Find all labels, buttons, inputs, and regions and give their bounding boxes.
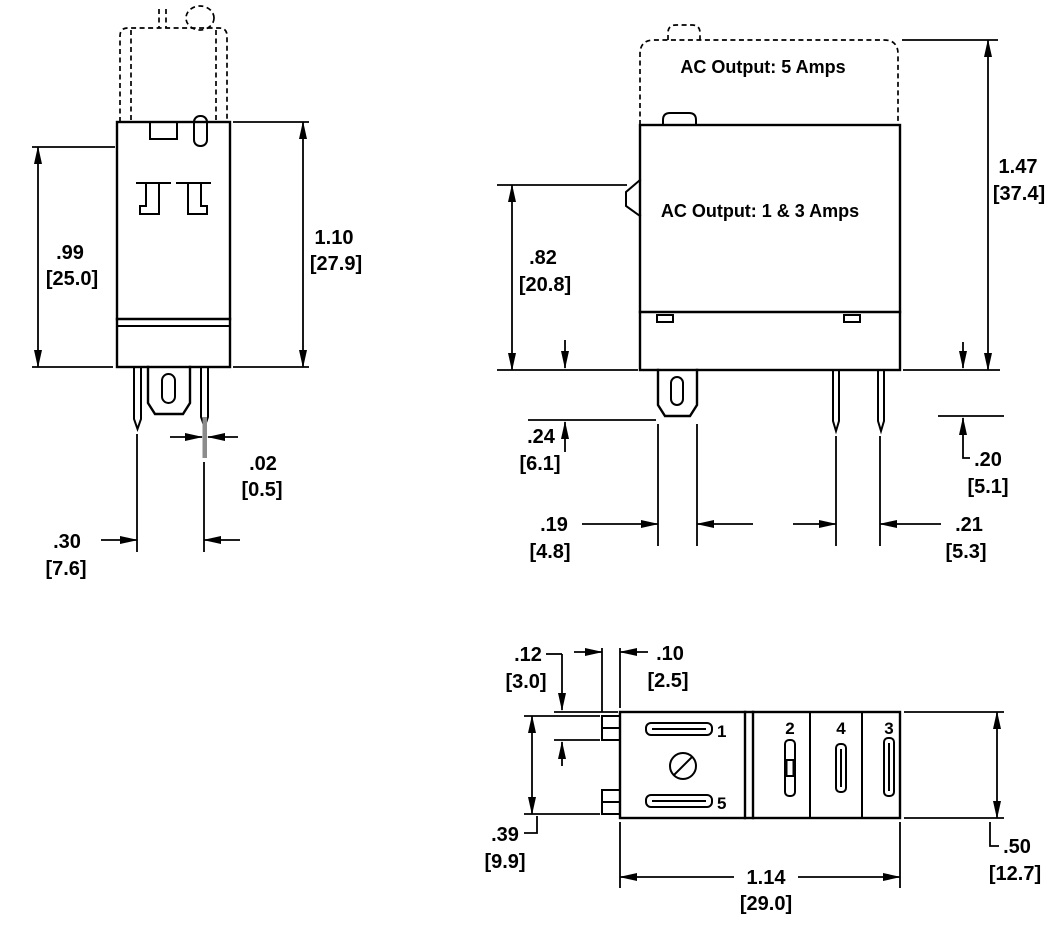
front-right-clip: [176, 182, 211, 215]
side-foot-right: [843, 314, 861, 323]
front-blade-slot: [161, 373, 176, 404]
bottom-body-outline: [618, 710, 902, 820]
front-top-notch: [149, 121, 178, 140]
dim-side-blade-width: .19 [4.8]: [529, 424, 753, 563]
dim-bottom-body-width: 1.14 [29.0]: [619, 822, 901, 915]
dim-side-blade-width-in: .19: [540, 514, 568, 536]
dim-bottom-tab-span-mm: [9.9]: [484, 851, 525, 873]
front-left-clip: [136, 182, 171, 215]
dim-side-pin-edge-offset: .20 [5.1]: [938, 342, 1009, 498]
dim-front-body-height-mm: [25.0]: [46, 268, 98, 290]
dim-side-pin-length-mm: [6.1]: [519, 453, 560, 475]
front-dashed-cover: [119, 27, 228, 122]
dim-front-pin-thickness-mm: [0.5]: [241, 479, 282, 501]
dim-side-pin-length-in: .24: [527, 426, 556, 448]
dim-front-overall-height: 1.10 [27.9]: [233, 121, 362, 368]
dim-bottom-tab-offset: .12 [3.0]: [505, 644, 618, 766]
bottom-slot-5: [645, 794, 713, 808]
dim-front-overall-height-mm: [27.9]: [310, 253, 362, 275]
front-pin-thickness-highlight: [202, 417, 207, 458]
front-dashed-pin-loop: [185, 5, 215, 31]
dim-side-overall-height: 1.47 [37.4]: [902, 39, 1045, 371]
front-left-pin: [133, 366, 142, 433]
dim-side-overall-height-mm: [37.4]: [993, 183, 1045, 205]
dim-side-pin-edge-offset-mm: [5.1]: [967, 476, 1008, 498]
side-dashed-bump: [667, 24, 701, 40]
dim-side-pin-gap-mm: [5.3]: [945, 541, 986, 563]
bottom-slot-3: [883, 737, 895, 797]
dim-front-body-height-in: .99: [56, 242, 84, 264]
bottom-slot-2: [784, 739, 796, 797]
leader-line: [962, 446, 970, 459]
bottom-slot-4: [835, 743, 847, 793]
bottom-center-hole: [669, 752, 697, 780]
side-view: AC Output: 5 Amps AC Output: 1 & 3 Amps …: [497, 24, 1045, 563]
dim-bottom-body-width-in: 1.14: [747, 867, 787, 889]
dim-bottom-body-depth-in: .50: [1003, 836, 1031, 858]
dim-side-pin-gap-in: .21: [955, 514, 983, 536]
dim-bottom-tab-offset-mm: [3.0]: [505, 671, 546, 693]
dim-front-pin-spacing-in: .30: [53, 531, 81, 553]
dim-bottom-tab-span: .39 [9.9]: [484, 715, 600, 873]
side-top-bump: [662, 112, 697, 126]
dim-front-pin-thickness-in: .02: [249, 453, 277, 475]
leader-line: [524, 816, 538, 834]
dim-side-pin-length: .24 [6.1]: [519, 340, 656, 475]
dim-bottom-tab-span-in: .39: [491, 824, 519, 846]
dim-bottom-tab-offset-in: .12: [514, 644, 542, 666]
dim-bottom-body-depth-mm: [12.7]: [989, 863, 1041, 885]
side-body-outline: [638, 123, 902, 372]
pin-label-3: 3: [884, 719, 893, 738]
side-blade-slot: [670, 376, 684, 406]
dim-side-body-height-in: .82: [529, 247, 557, 269]
leader-line: [989, 822, 999, 847]
front-top-pin-slot: [193, 115, 208, 147]
dim-bottom-tab-width-in: .10: [656, 643, 684, 665]
front-body-outline: [115, 120, 232, 369]
pin-label-2: 2: [785, 719, 794, 738]
front-view: .99 [25.0] 1.10 [27.9] .02 [0.5] .30 [7.…: [32, 5, 362, 580]
bottom-view: 1 5 2 4 3 .12 [3.0] .10 [2.5]: [484, 643, 1041, 915]
dim-bottom-body-width-mm: [29.0]: [740, 893, 792, 915]
bottom-slot-1: [645, 722, 713, 736]
side-dashed-cover: [639, 39, 899, 125]
side-left-tab: [625, 178, 642, 218]
dim-bottom-body-depth: .50 [12.7]: [904, 711, 1041, 885]
dim-side-body-height: .82 [20.8]: [497, 184, 638, 371]
bottom-center-hole-slash: [672, 755, 694, 777]
pin-label-1: 1: [717, 722, 726, 741]
pin-label-5: 5: [717, 794, 726, 813]
label-ac-output-1-3amps: AC Output: 1 & 3 Amps: [661, 201, 859, 221]
front-blade-pin: [146, 365, 192, 416]
side-pin-right: [877, 369, 885, 435]
dim-front-pin-spacing-mm: [7.6]: [45, 558, 86, 580]
dim-front-overall-height-in: 1.10: [315, 227, 354, 249]
label-ac-output-5amps: AC Output: 5 Amps: [680, 57, 845, 77]
pin-label-4: 4: [836, 719, 846, 738]
bottom-slot-2-detail: [785, 759, 795, 777]
dim-bottom-tab-width-mm: [2.5]: [647, 670, 688, 692]
dim-side-pin-edge-offset-in: .20: [974, 449, 1002, 471]
side-blade-pin: [656, 368, 699, 418]
dim-side-blade-width-mm: [4.8]: [529, 541, 570, 563]
dim-front-pin-thickness: .02 [0.5]: [170, 433, 283, 501]
dim-front-pin-spacing: .30 [7.6]: [45, 434, 240, 580]
dim-bottom-tab-width: .10 [2.5]: [574, 643, 689, 712]
dim-side-body-height-mm: [20.8]: [519, 274, 571, 296]
side-pin-left: [832, 369, 840, 435]
dim-front-body-height: .99 [25.0]: [32, 146, 115, 368]
dim-side-overall-height-in: 1.47: [999, 156, 1038, 178]
dim-side-pin-gap: .21 [5.3]: [793, 436, 987, 563]
side-foot-left: [656, 314, 674, 323]
